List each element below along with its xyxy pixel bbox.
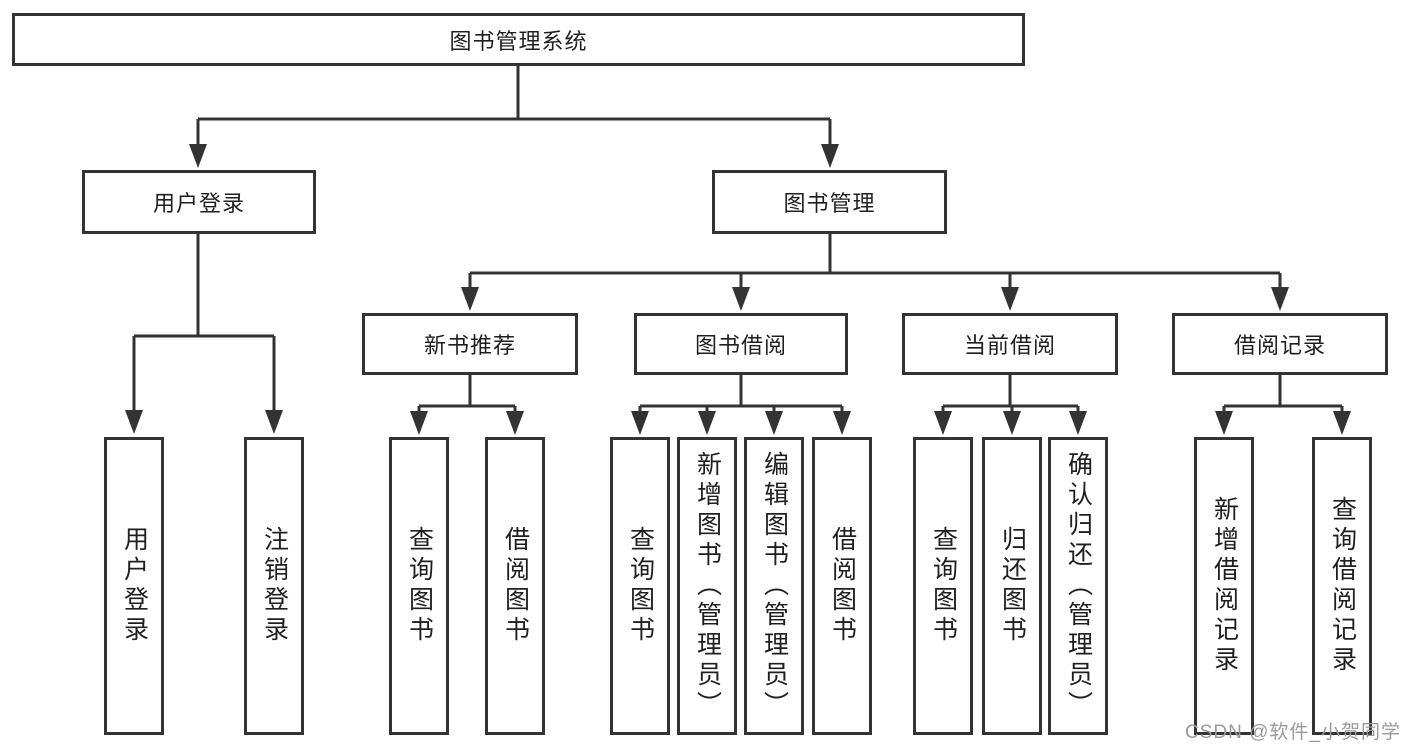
connector-new-book-children (410, 375, 524, 435)
leaf-label: 用户登录 (120, 526, 149, 646)
leaf-query-book-recommend: 查询图书 (389, 437, 449, 735)
leaf-label: 借阅图书 (501, 526, 530, 646)
watermark: CSDN @软件_小贺同学 (1185, 722, 1401, 743)
leaf-query-borrow-record: 查询借阅记录 (1312, 437, 1372, 735)
leaf-add-borrow-record: 新增借阅记录 (1194, 437, 1254, 735)
leaf-label: 查询图书 (626, 526, 655, 646)
leaf-query-book-current: 查询图书 (913, 437, 973, 735)
leaf-label: 查询借阅记录 (1328, 496, 1357, 676)
node-borrow-records: 借阅记录 (1172, 313, 1388, 375)
leaf-label: 新增图书（管理员） (693, 451, 722, 721)
leaf-user-login: 用户登录 (104, 437, 164, 735)
leaf-logout: 注销登录 (244, 437, 304, 735)
leaf-borrow-book-recommend: 借阅图书 (485, 437, 545, 735)
leaf-label: 确认归还（管理员） (1064, 451, 1093, 721)
leaf-confirm-return-admin: 确认归还（管理员） (1048, 437, 1108, 735)
connector-user-login-children (125, 234, 283, 434)
node-new-book-recommend: 新书推荐 (362, 313, 578, 375)
node-book-borrow: 图书借阅 (634, 313, 848, 375)
connector-borrow-records-children (1215, 375, 1351, 435)
node-root: 图书管理系统 (12, 13, 1025, 66)
connector-book-management-children (461, 234, 1289, 311)
leaf-label: 查询图书 (405, 526, 434, 646)
node-current-borrow: 当前借阅 (902, 313, 1118, 375)
node-user-login: 用户登录 (82, 170, 316, 234)
leaf-label: 新增借阅记录 (1210, 496, 1239, 676)
leaf-return-book: 归还图书 (982, 437, 1042, 735)
leaf-label: 归还图书 (998, 526, 1027, 646)
connector-book-borrow-children (631, 375, 851, 435)
connector-current-borrow-children (934, 375, 1087, 435)
leaf-label: 查询图书 (929, 526, 958, 646)
leaf-add-book-admin: 新增图书（管理员） (677, 437, 737, 735)
connector-root-to-level2 (189, 66, 839, 168)
node-book-management: 图书管理 (712, 170, 947, 234)
leaf-label: 注销登录 (260, 526, 289, 646)
leaf-label: 借阅图书 (828, 526, 857, 646)
leaf-label: 编辑图书（管理员） (760, 451, 789, 721)
leaf-query-book-borrow: 查询图书 (610, 437, 670, 735)
leaf-borrow-book: 借阅图书 (812, 437, 872, 735)
leaf-edit-book-admin: 编辑图书（管理员） (744, 437, 804, 735)
